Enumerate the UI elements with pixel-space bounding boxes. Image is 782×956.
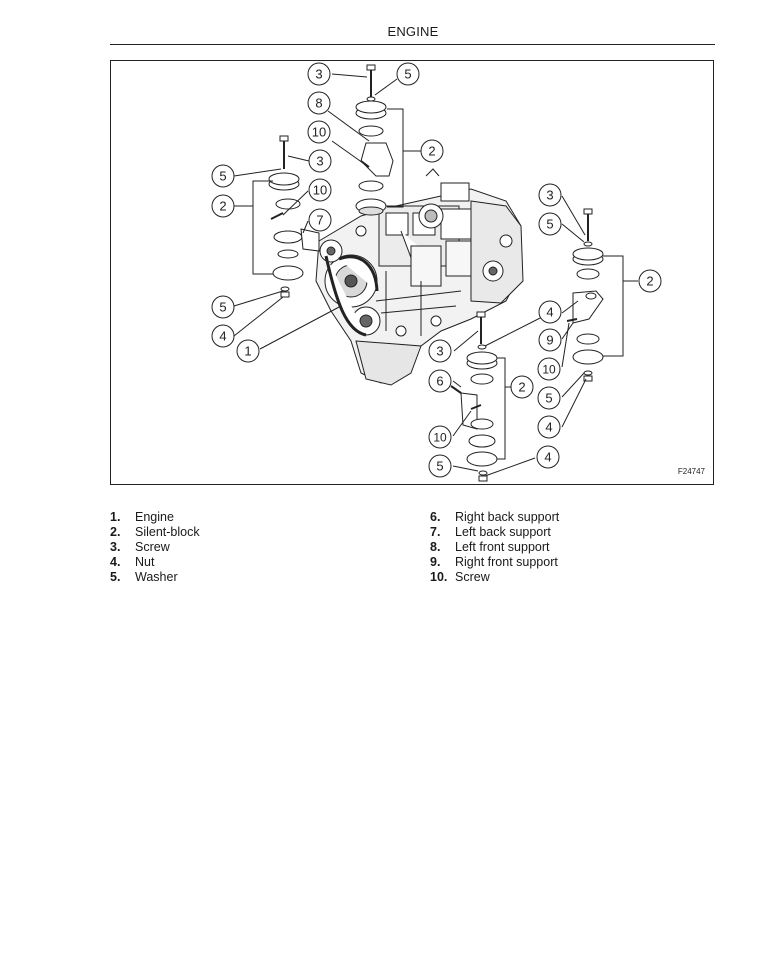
- mount-hardware: [268, 64, 604, 482]
- legend-number: 1.: [110, 510, 121, 524]
- callouts: 3 5 8 10 2 3 5 10 2 7 5 4 1 3 5 2 4 9 10…: [211, 62, 662, 478]
- legend-label: Nut: [135, 555, 155, 569]
- callout-3: 3: [538, 183, 562, 207]
- legend-item: 3. Screw: [110, 540, 200, 555]
- svg-text:2: 2: [428, 144, 435, 159]
- svg-text:2: 2: [646, 274, 653, 289]
- legend-number: 5.: [110, 570, 121, 584]
- svg-text:4: 4: [544, 450, 551, 465]
- callout-4: 4: [211, 324, 235, 348]
- callout-5: 5: [211, 164, 235, 188]
- svg-text:3: 3: [315, 67, 322, 82]
- svg-text:9: 9: [546, 333, 553, 348]
- callout-10: 10: [537, 357, 561, 381]
- svg-text:10: 10: [433, 431, 447, 445]
- svg-text:5: 5: [219, 300, 226, 315]
- svg-text:3: 3: [546, 188, 553, 203]
- engine-mount-illustration: 3 5 8 10 2 3 5 10 2 7 5 4 1 3 5 2 4 9 10…: [211, 62, 662, 482]
- callout-2: 2: [211, 194, 235, 218]
- svg-text:6: 6: [436, 374, 443, 389]
- legend-label: Screw: [455, 570, 490, 584]
- callout-4: 4: [538, 300, 562, 324]
- svg-text:4: 4: [546, 305, 553, 320]
- legend-number: 2.: [110, 525, 121, 539]
- svg-text:5: 5: [545, 391, 552, 406]
- legend-number: 4.: [110, 555, 121, 569]
- svg-text:8: 8: [315, 96, 322, 111]
- legend-label: Right back support: [455, 510, 560, 524]
- legend-number: 7.: [430, 525, 441, 539]
- engine-drawing: [315, 168, 524, 386]
- legend-left-column: 1. Engine 2. Silent-block 3. Screw 4. Nut 5.…: [110, 510, 200, 585]
- svg-text:2: 2: [219, 199, 226, 214]
- legend-number: 8.: [430, 540, 441, 554]
- page-header-title: ENGINE: [387, 24, 439, 39]
- legend-item: 10. Screw: [430, 570, 559, 585]
- svg-text:1: 1: [244, 344, 251, 359]
- callout-5: 5: [538, 212, 562, 236]
- svg-text:3: 3: [316, 154, 323, 169]
- callout-3: 3: [428, 339, 452, 363]
- legend-item: 1. Engine: [110, 510, 200, 525]
- callout-10: 10: [428, 425, 452, 449]
- legend-item: 8. Left front support: [430, 540, 559, 555]
- callout-9: 9: [538, 328, 562, 352]
- callout-3: 3: [308, 149, 332, 173]
- svg-text:5: 5: [546, 217, 553, 232]
- callout-2: 2: [420, 139, 444, 163]
- legend-label: Silent-block: [135, 525, 200, 539]
- callout-6: 6: [428, 369, 452, 393]
- legend-item: 2. Silent-block: [110, 525, 200, 540]
- legend-label: Washer: [135, 570, 178, 584]
- svg-text:2: 2: [518, 380, 525, 395]
- leader-lines: [233, 73, 638, 477]
- callout-5: 5: [396, 62, 420, 86]
- svg-text:5: 5: [404, 67, 411, 82]
- callout-4: 4: [536, 445, 560, 469]
- callout-1: 1: [236, 339, 260, 363]
- callout-5: 5: [537, 386, 561, 410]
- svg-text:7: 7: [316, 213, 323, 228]
- legend-number: 3.: [110, 540, 121, 554]
- legend-label: Right front support: [455, 555, 558, 569]
- callout-10: 10: [307, 120, 331, 144]
- legend-item: 7. Left back support: [430, 525, 559, 540]
- svg-text:10: 10: [313, 183, 327, 198]
- callout-5: 5: [428, 454, 452, 478]
- legend-label: Left front support: [455, 540, 550, 554]
- callout-4: 4: [537, 415, 561, 439]
- legend-right-column: 6. Right back support 7. Left back support…: [430, 510, 559, 585]
- callout-5: 5: [211, 295, 235, 319]
- legend-number: 9.: [430, 555, 441, 569]
- callout-2: 2: [638, 269, 662, 293]
- callout-2: 2: [510, 375, 534, 399]
- legend-label: Left back support: [455, 525, 551, 539]
- callout-10: 10: [308, 178, 332, 202]
- legend-item: 5. Washer: [110, 570, 200, 585]
- legend-label: Engine: [135, 510, 174, 524]
- callout-3: 3: [307, 62, 331, 86]
- svg-text:4: 4: [219, 329, 226, 344]
- legend-number: 6.: [430, 510, 441, 524]
- legend-label: Screw: [135, 540, 170, 554]
- legend-item: 9. Right front support: [430, 555, 559, 570]
- callout-7: 7: [308, 208, 332, 232]
- header-rule: [110, 44, 715, 45]
- legend-item: 6. Right back support: [430, 510, 559, 525]
- legend-item: 4. Nut: [110, 555, 200, 570]
- svg-text:5: 5: [436, 459, 443, 474]
- callout-8: 8: [307, 91, 331, 115]
- svg-text:3: 3: [436, 344, 443, 359]
- exploded-engine-figure: 3 5 8 10 2 3 5 10 2 7 5 4 1 3 5 2 4 9 10…: [110, 60, 714, 485]
- svg-text:10: 10: [542, 363, 556, 377]
- legend-number: 10.: [430, 570, 448, 584]
- svg-text:5: 5: [219, 169, 226, 184]
- svg-text:4: 4: [545, 420, 552, 435]
- svg-text:10: 10: [312, 125, 326, 140]
- figure-id-label: F24747: [677, 467, 705, 476]
